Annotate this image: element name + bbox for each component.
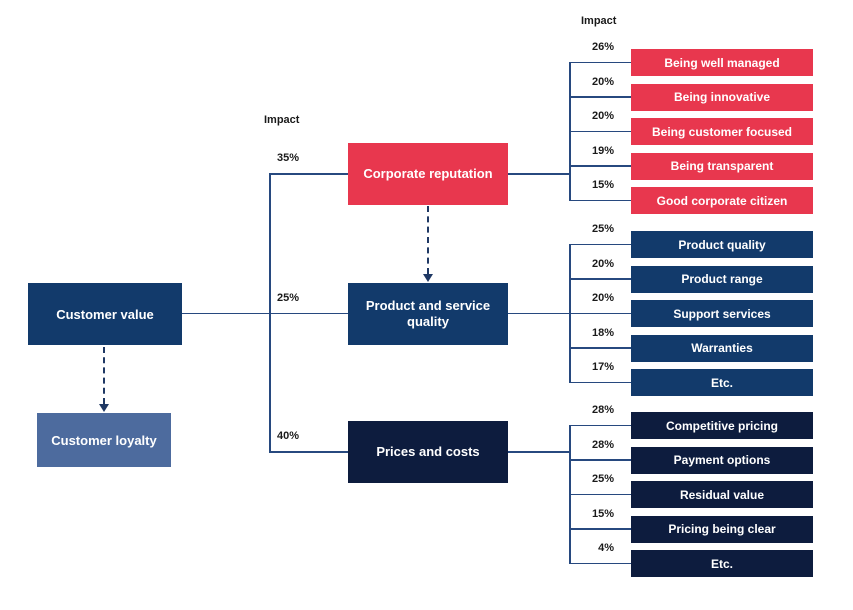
connector-stub-hline-corporate-reputation xyxy=(508,173,570,175)
connector-item-hline xyxy=(569,243,631,246)
dashed-arrow-value-to-loyalty xyxy=(103,347,105,404)
main-box-corporate-reputation: Corporate reputation xyxy=(348,143,508,205)
connector-branch-hline-product-and-service-quality xyxy=(269,312,348,315)
impact-percent-item: 20% xyxy=(591,292,614,304)
item-box-prices-and-costs: Payment options xyxy=(631,446,813,474)
impact-percent-prices-and-costs: 40% xyxy=(277,430,300,442)
impact-header-left: Impact xyxy=(264,114,300,126)
impact-percent-item: 17% xyxy=(591,361,614,373)
item-box-prices-and-costs: Residual value xyxy=(631,481,813,508)
main-box-label: Prices and costs xyxy=(376,443,480,459)
connector-branch-hline-corporate-reputation xyxy=(269,173,348,175)
impact-percent-item: 20% xyxy=(591,257,614,270)
main-box-prices-and-costs: Prices and costs xyxy=(348,421,508,483)
connector-item-hline xyxy=(569,493,631,496)
connector-stub-hline-prices-and-costs xyxy=(508,451,570,453)
impact-percent-item: 25% xyxy=(591,223,614,235)
arrowhead-down-icon xyxy=(99,404,109,412)
connector-item-hline xyxy=(569,424,631,427)
connector-item-hline xyxy=(569,165,631,167)
connector-item-hline xyxy=(569,61,631,64)
connector-item-hline xyxy=(569,278,631,280)
connector-item-hline xyxy=(569,381,631,384)
impact-percent-item: 26% xyxy=(591,41,614,53)
impact-percent-item: 4% xyxy=(598,542,614,554)
connector-item-hline xyxy=(569,562,631,565)
impact-percent-item: 15% xyxy=(591,507,614,520)
impact-header-right: Impact xyxy=(581,15,617,27)
item-box-corporate-reputation: Being innovative xyxy=(631,83,813,111)
customer-loyalty-box: Customer loyalty xyxy=(37,413,171,467)
connector-item-hline xyxy=(569,347,631,349)
connector-item-hline xyxy=(569,312,631,315)
impact-percent-item: 28% xyxy=(591,404,614,416)
item-box-product-and-service-quality: Support services xyxy=(631,300,813,327)
impact-percent-item: 20% xyxy=(591,110,614,122)
impact-percent-item: 25% xyxy=(591,473,614,485)
customer-value-label: Customer value xyxy=(56,306,154,322)
impact-percent-item: 19% xyxy=(591,144,614,157)
item-box-corporate-reputation: Good corporate citizen xyxy=(631,187,813,214)
item-box-product-and-service-quality: Product range xyxy=(631,265,813,293)
connector-customer-value-hline xyxy=(182,312,270,315)
customer-loyalty-label: Customer loyalty xyxy=(51,432,157,448)
item-box-corporate-reputation: Being customer focused xyxy=(631,118,813,145)
arrowhead-down-icon xyxy=(423,274,433,282)
connector-stub-hline-product-and-service-quality xyxy=(508,312,570,315)
connector-item-hline xyxy=(569,130,631,133)
item-box-prices-and-costs: Etc. xyxy=(631,550,813,577)
item-box-prices-and-costs: Pricing being clear xyxy=(631,515,813,543)
impact-percent-corporate-reputation: 35% xyxy=(277,152,300,164)
customer-value-box: Customer value xyxy=(28,283,182,345)
item-box-prices-and-costs: Competitive pricing xyxy=(631,412,813,439)
main-box-product-and-service-quality: Product and service quality xyxy=(348,283,508,345)
item-box-product-and-service-quality: Etc. xyxy=(631,369,813,396)
impact-percent-item: 18% xyxy=(591,326,614,339)
main-box-label: Product and service quality xyxy=(365,297,491,329)
connector-branch-hline-prices-and-costs xyxy=(269,451,348,453)
item-box-product-and-service-quality: Product quality xyxy=(631,231,813,258)
connector-item-hline xyxy=(569,459,631,461)
impact-percent-item: 28% xyxy=(591,438,614,451)
item-box-product-and-service-quality: Warranties xyxy=(631,334,813,362)
main-box-label: Corporate reputation xyxy=(363,165,493,181)
item-box-corporate-reputation: Being well managed xyxy=(631,49,813,76)
impact-percent-item: 20% xyxy=(591,75,614,88)
connector-item-hline xyxy=(569,96,631,98)
connector-item-hline xyxy=(569,528,631,530)
item-box-corporate-reputation: Being transparent xyxy=(631,152,813,180)
dashed-arrow-reputation-to-quality xyxy=(427,206,429,274)
impact-percent-product-and-service-quality: 25% xyxy=(277,291,300,304)
impact-percent-item: 15% xyxy=(591,179,614,191)
connector-item-hline xyxy=(569,199,631,202)
